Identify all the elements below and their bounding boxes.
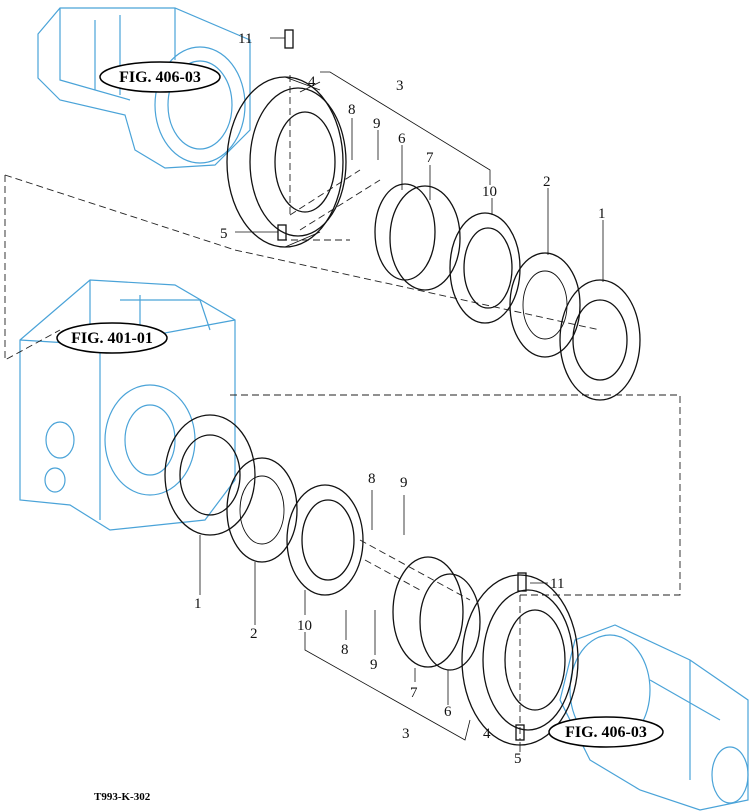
- upper-bolt-11: [284, 29, 294, 49]
- upper-bearing-retainer: [226, 76, 347, 248]
- lower-plate-1: [164, 414, 256, 536]
- callout-upper-4: 4: [308, 74, 316, 90]
- lower-callouts: 1 2 10 8 9 8 9 11 7 6 3 4 5: [194, 471, 564, 767]
- callout-lower-9-top: 9: [400, 475, 408, 491]
- lower-brake-disc-2: [226, 457, 298, 563]
- fig-ref-center-label: FIG. 401-01: [71, 330, 153, 347]
- callout-upper-1: 1: [598, 206, 606, 222]
- callout-upper-3: 3: [396, 78, 404, 94]
- callout-lower-11: 11: [550, 576, 564, 592]
- callout-upper-9: 9: [373, 116, 381, 132]
- lower-o-ring-7: [392, 556, 464, 668]
- callout-upper-10: 10: [482, 184, 497, 200]
- lower-bolt-11: [517, 572, 527, 592]
- callout-lower-3: 3: [402, 726, 410, 742]
- axle-housing-top: [37, 7, 251, 169]
- transmission-case: [19, 279, 236, 531]
- lower-shim-10: [286, 484, 364, 596]
- drawing-code: T993-K-302: [94, 791, 151, 803]
- lower-leader-lines: [199, 490, 548, 752]
- callout-upper-8: 8: [348, 102, 356, 118]
- fig-ref-center[interactable]: FIG. 401-01: [56, 322, 168, 354]
- callout-upper-7: 7: [426, 150, 434, 166]
- upper-plate-1: [559, 279, 641, 401]
- callout-lower-2: 2: [250, 626, 258, 642]
- callout-lower-7: 7: [410, 685, 418, 701]
- upper-brake-disc-2: [509, 252, 581, 358]
- callout-upper-5: 5: [220, 226, 228, 242]
- upper-fitting-5: [277, 224, 287, 241]
- upper-o-ring-6: [374, 183, 436, 281]
- fig-ref-bottom[interactable]: FIG. 406-03: [548, 716, 664, 748]
- upper-callouts: 11 4 3 8 9 6 7 10 2 1 5: [220, 31, 606, 242]
- callout-lower-6: 6: [444, 704, 452, 720]
- fig-ref-bottom-label: FIG. 406-03: [565, 724, 647, 741]
- upper-leader-lines: [235, 37, 604, 282]
- fig-ref-top[interactable]: FIG. 406-03: [99, 61, 221, 93]
- callout-upper-2: 2: [543, 174, 551, 190]
- callout-upper-11: 11: [238, 31, 252, 47]
- upper-o-ring-7: [389, 185, 461, 291]
- callout-lower-9: 9: [370, 657, 378, 673]
- callout-lower-8: 8: [341, 642, 349, 658]
- lower-fitting-5: [515, 724, 525, 741]
- callout-lower-5: 5: [514, 751, 522, 767]
- callout-lower-8-top: 8: [368, 471, 376, 487]
- callout-lower-1: 1: [194, 596, 202, 612]
- callout-lower-10: 10: [297, 618, 312, 634]
- assembly-center-lines: [4, 75, 681, 740]
- callout-lower-4: 4: [483, 726, 491, 742]
- lower-o-ring-6: [419, 573, 481, 671]
- callout-upper-6: 6: [398, 131, 406, 147]
- fig-ref-top-label: FIG. 406-03: [119, 69, 201, 86]
